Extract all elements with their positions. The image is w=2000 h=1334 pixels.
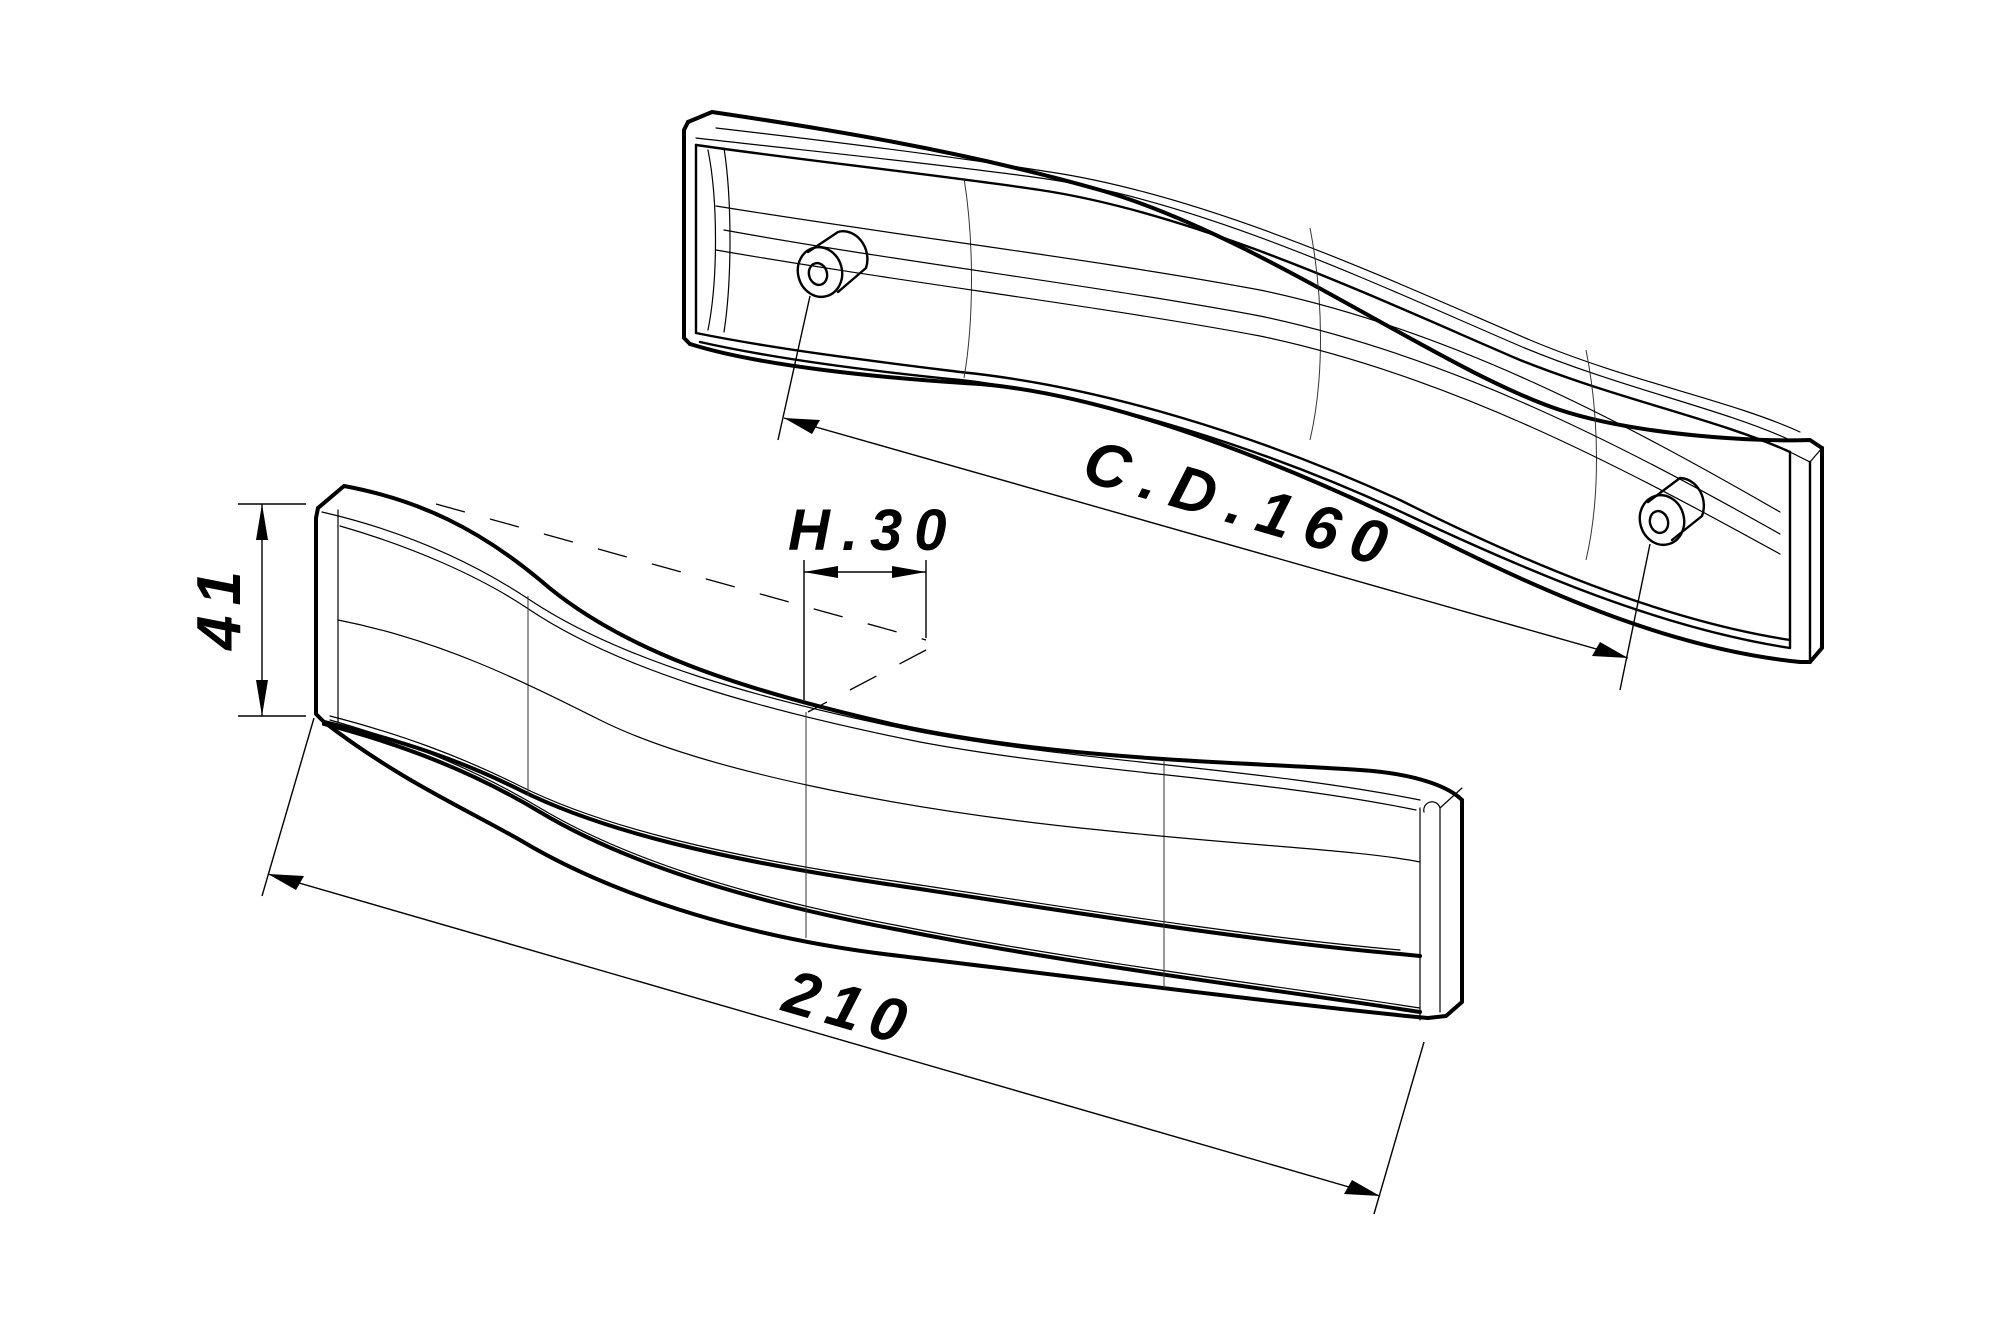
length-label: 210 bbox=[775, 957, 923, 1060]
height-label: H.30 bbox=[788, 498, 959, 563]
front-part bbox=[314, 484, 1464, 1021]
dimensions: C.D.160 H.30 41 bbox=[185, 295, 1651, 1215]
dimension-center-distance: C.D.160 bbox=[777, 295, 1651, 691]
width-label: 41 bbox=[185, 561, 254, 652]
dimension-height: H.30 bbox=[788, 498, 959, 700]
back-part bbox=[682, 110, 1824, 664]
mounting-boss-right bbox=[1638, 476, 1706, 547]
dimension-width: 41 bbox=[185, 503, 306, 717]
mounting-boss-left bbox=[796, 230, 869, 299]
